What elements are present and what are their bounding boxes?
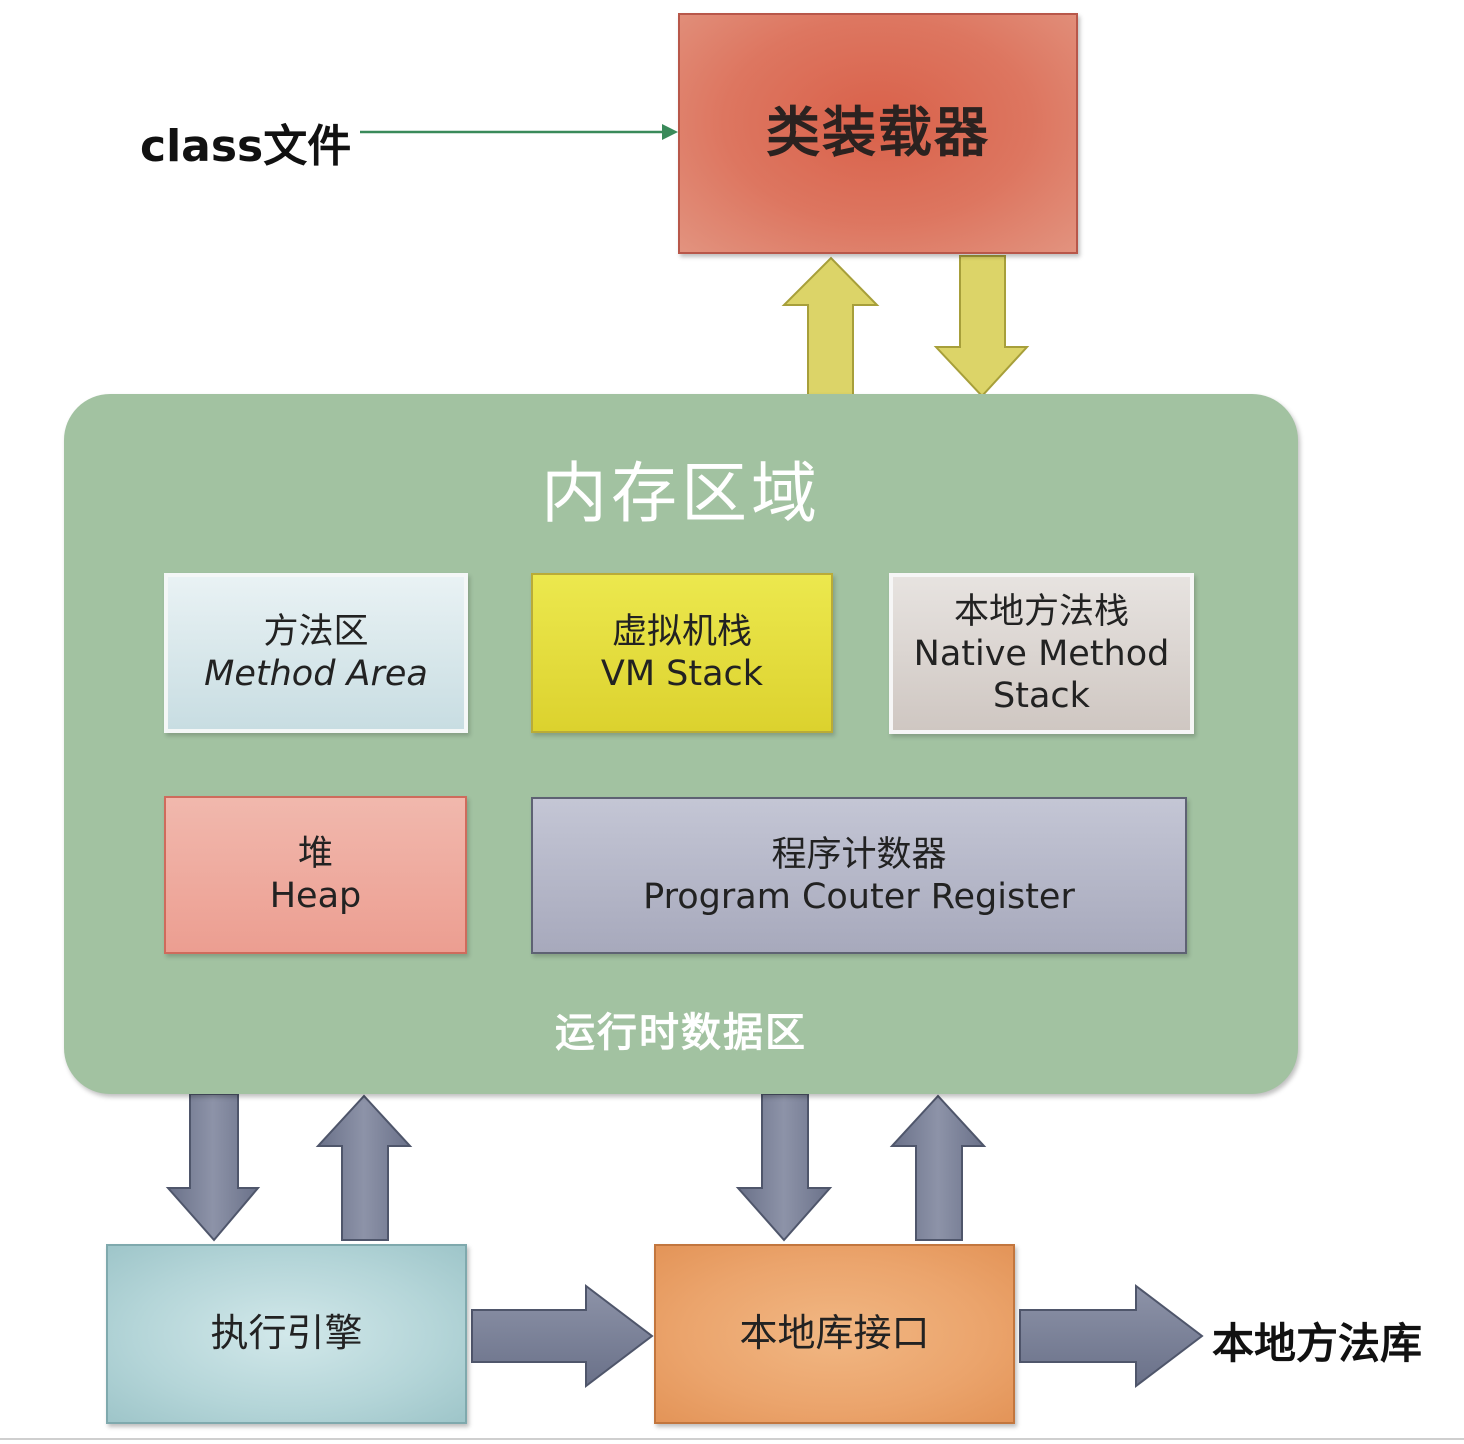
native-interface-box: 本地库接口: [654, 1244, 1015, 1424]
vm-stack-en: VM Stack: [600, 654, 764, 694]
interface-up-arrow: [889, 1094, 987, 1241]
engine-down-arrow: [165, 1093, 261, 1242]
method-area-cn: 方法区: [263, 612, 369, 652]
native-interface-label: 本地库接口: [739, 1311, 930, 1356]
loader-up-arrow: [781, 256, 880, 397]
execution-engine-box: 执行引擎: [106, 1244, 467, 1424]
bottom-divider: [0, 1438, 1464, 1440]
program-counter-box: 程序计数器 Program Couter Register: [531, 797, 1187, 954]
method-area-en: Method Area: [204, 654, 428, 694]
native-method-stack-cn: 本地方法栈: [953, 591, 1129, 632]
program-counter-cn: 程序计数器: [771, 834, 947, 875]
method-area-box: 方法区 Method Area: [164, 573, 468, 733]
runtime-data-area-label: 运行时数据区: [555, 1010, 807, 1056]
class-loader-box: 类装载器: [678, 13, 1078, 254]
program-counter-en: Program Couter Register: [643, 876, 1075, 917]
native-library-label: 本地方法库: [1212, 1319, 1423, 1368]
native-method-stack-box: 本地方法栈 Native Method Stack: [889, 573, 1194, 734]
native-method-stack-en-1: Native Method: [913, 633, 1170, 674]
vm-stack-box: 虚拟机栈 VM Stack: [531, 573, 833, 733]
class-loader-label: 类装载器: [766, 101, 990, 165]
execution-engine-label: 执行引擎: [210, 1311, 363, 1356]
vm-stack-cn: 虚拟机栈: [611, 612, 752, 652]
loader-down-arrow: [933, 255, 1030, 398]
class-file-label: class文件: [140, 121, 352, 172]
memory-area-title: 内存区域: [541, 455, 821, 532]
class-file-arrow: [360, 124, 678, 140]
engine-to-interface-arrow: [471, 1283, 654, 1389]
native-method-stack-en-2: Stack: [993, 675, 1090, 716]
heap-en: Heap: [269, 876, 362, 916]
memory-area-container: [64, 394, 1298, 1094]
engine-up-arrow: [315, 1094, 413, 1241]
heap-box: 堆 Heap: [164, 796, 467, 954]
interface-down-arrow: [735, 1093, 833, 1242]
interface-to-library-arrow: [1019, 1283, 1204, 1389]
heap-cn: 堆: [297, 834, 333, 874]
